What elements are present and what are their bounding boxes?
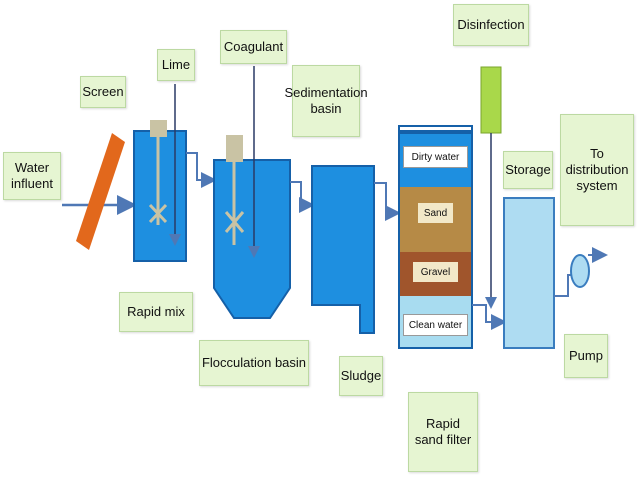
filter-label-clean-water: Clean water	[403, 314, 468, 336]
sedimentation-basin-label: Sedimentation basin	[284, 65, 368, 137]
rapid-mix-motor	[150, 120, 167, 137]
screen-bar	[76, 133, 125, 250]
disinfection-label: Disinfection	[453, 4, 529, 46]
mix-to-floc-pipe	[186, 152, 217, 188]
rapid-mix-impeller	[148, 203, 168, 224]
coagulant-label: Coagulant	[220, 30, 287, 64]
filter-label-sand: Sand	[418, 203, 453, 223]
pump-label: Pump	[564, 334, 608, 378]
to-distribution-label: To distribution system	[560, 114, 634, 226]
sed-to-filter-pipe	[374, 182, 401, 221]
water-influent-label: Water influent	[3, 152, 61, 200]
filter-label-dirty-water: Dirty water	[403, 146, 468, 168]
filter-label-gravel: Gravel	[413, 262, 458, 282]
disinfectant-tank	[480, 66, 502, 134]
flocculation-motor	[226, 135, 243, 162]
pump	[570, 254, 590, 288]
flocculation-basin-label: Flocculation basin	[199, 340, 309, 386]
sedimentation-tank	[311, 165, 375, 334]
rapid-sand-filter-label: Rapid sand filter	[408, 392, 478, 472]
rapid-mix-tank	[133, 130, 187, 262]
flocculation-tank	[213, 159, 291, 319]
sludge-label: Sludge	[339, 356, 383, 396]
rapid-mix-label: Rapid mix	[119, 292, 193, 332]
flocculation-impeller	[224, 211, 245, 233]
screen-label: Screen	[80, 76, 126, 108]
floc-to-sed-pipe	[290, 181, 315, 213]
storage-tank	[503, 197, 555, 349]
rapid-sand-filter	[398, 125, 473, 349]
lime-label: Lime	[157, 49, 195, 81]
filter-to-storage-pipe	[472, 304, 507, 330]
storage-label: Storage	[503, 151, 553, 189]
